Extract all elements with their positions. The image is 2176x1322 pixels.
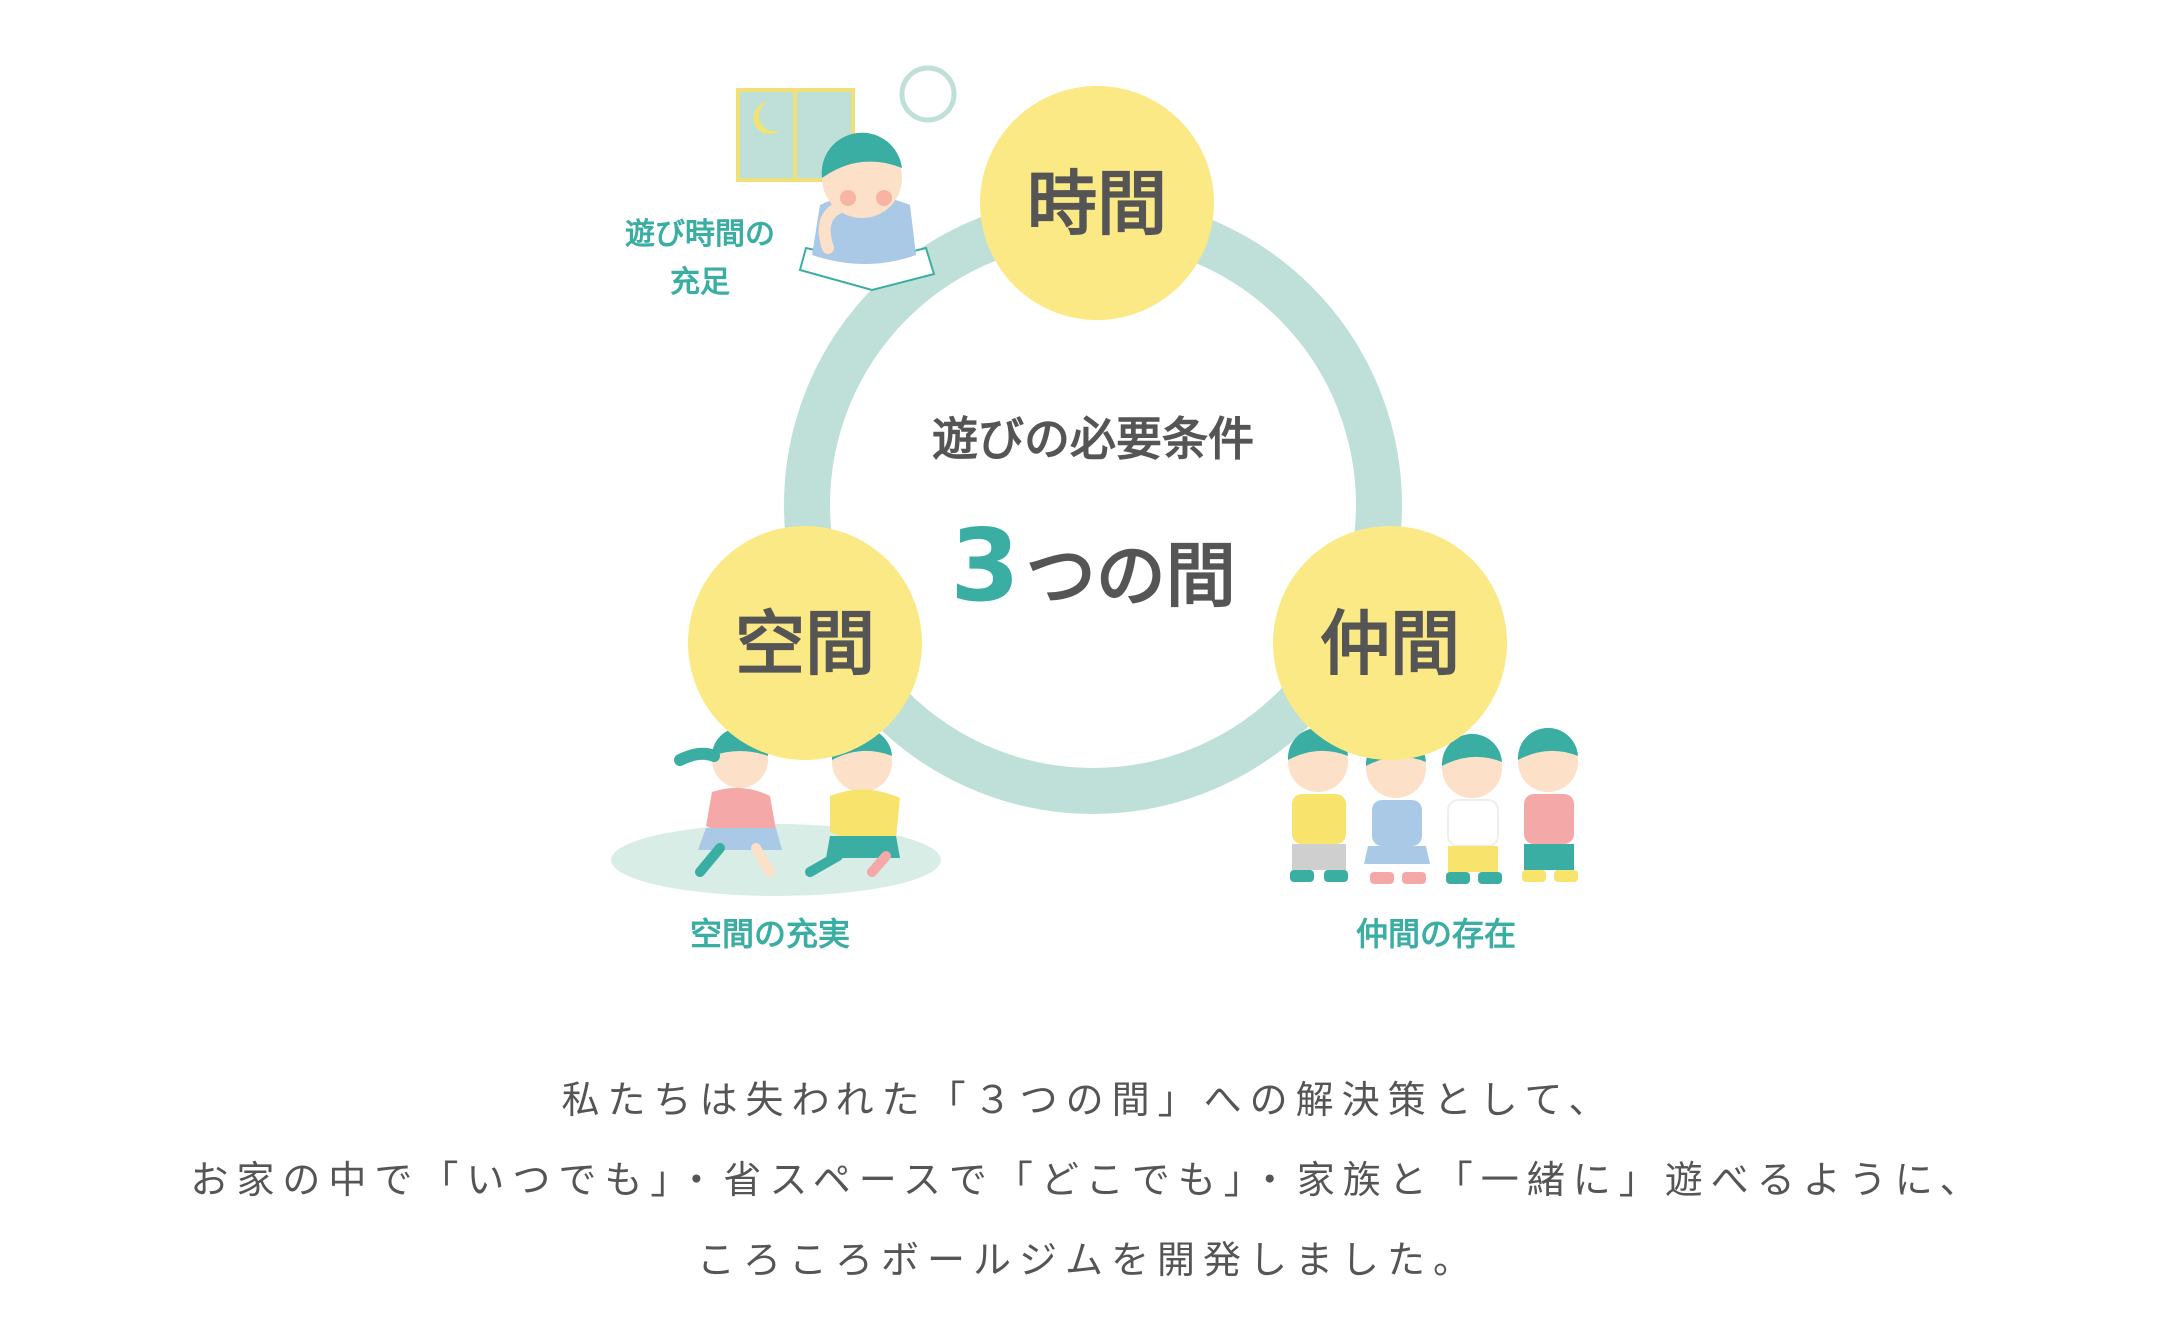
description-line-1: 私たちは失われた「３つの間」への解決策として、	[561, 1078, 1615, 1122]
night-reading-illustration	[736, 65, 957, 292]
friends-group-illustration	[1287, 727, 1578, 884]
three-ma-diagram: 遊び時間の 充足	[611, 65, 1578, 953]
space-caption: 空間の充実	[690, 915, 850, 953]
friends-caption: 仲間の存在	[1356, 915, 1516, 953]
node-friends-circle	[1273, 526, 1507, 760]
node-friends-label: 仲間	[1320, 603, 1460, 685]
time-caption-line1: 遊び時間の	[625, 217, 775, 252]
center-title: 遊びの必要条件	[932, 412, 1254, 466]
node-time-circle	[980, 86, 1214, 320]
center-heading: 3つの間	[950, 507, 1236, 624]
center-suffix: つの間	[1026, 535, 1236, 617]
thought-bubble-icon	[899, 65, 957, 123]
description-line-2: お家の中で「いつでも」・省スペースで「どこでも」・家族と「一緒に」遊べるように、	[190, 1158, 1986, 1202]
moon-icon	[753, 102, 780, 134]
description-line-3: ころころボールジムを開発しました。	[696, 1238, 1479, 1282]
node-time-label: 時間	[1027, 163, 1167, 245]
center-number: 3	[950, 507, 1020, 624]
description-text: 私たちは失われた「３つの間」への解決策として、 お家の中で「いつでも」・省スペー…	[0, 1060, 2176, 1300]
node-space-label: 空間	[735, 603, 875, 685]
node-space-circle	[688, 526, 922, 760]
time-caption-line2: 充足	[670, 265, 730, 300]
